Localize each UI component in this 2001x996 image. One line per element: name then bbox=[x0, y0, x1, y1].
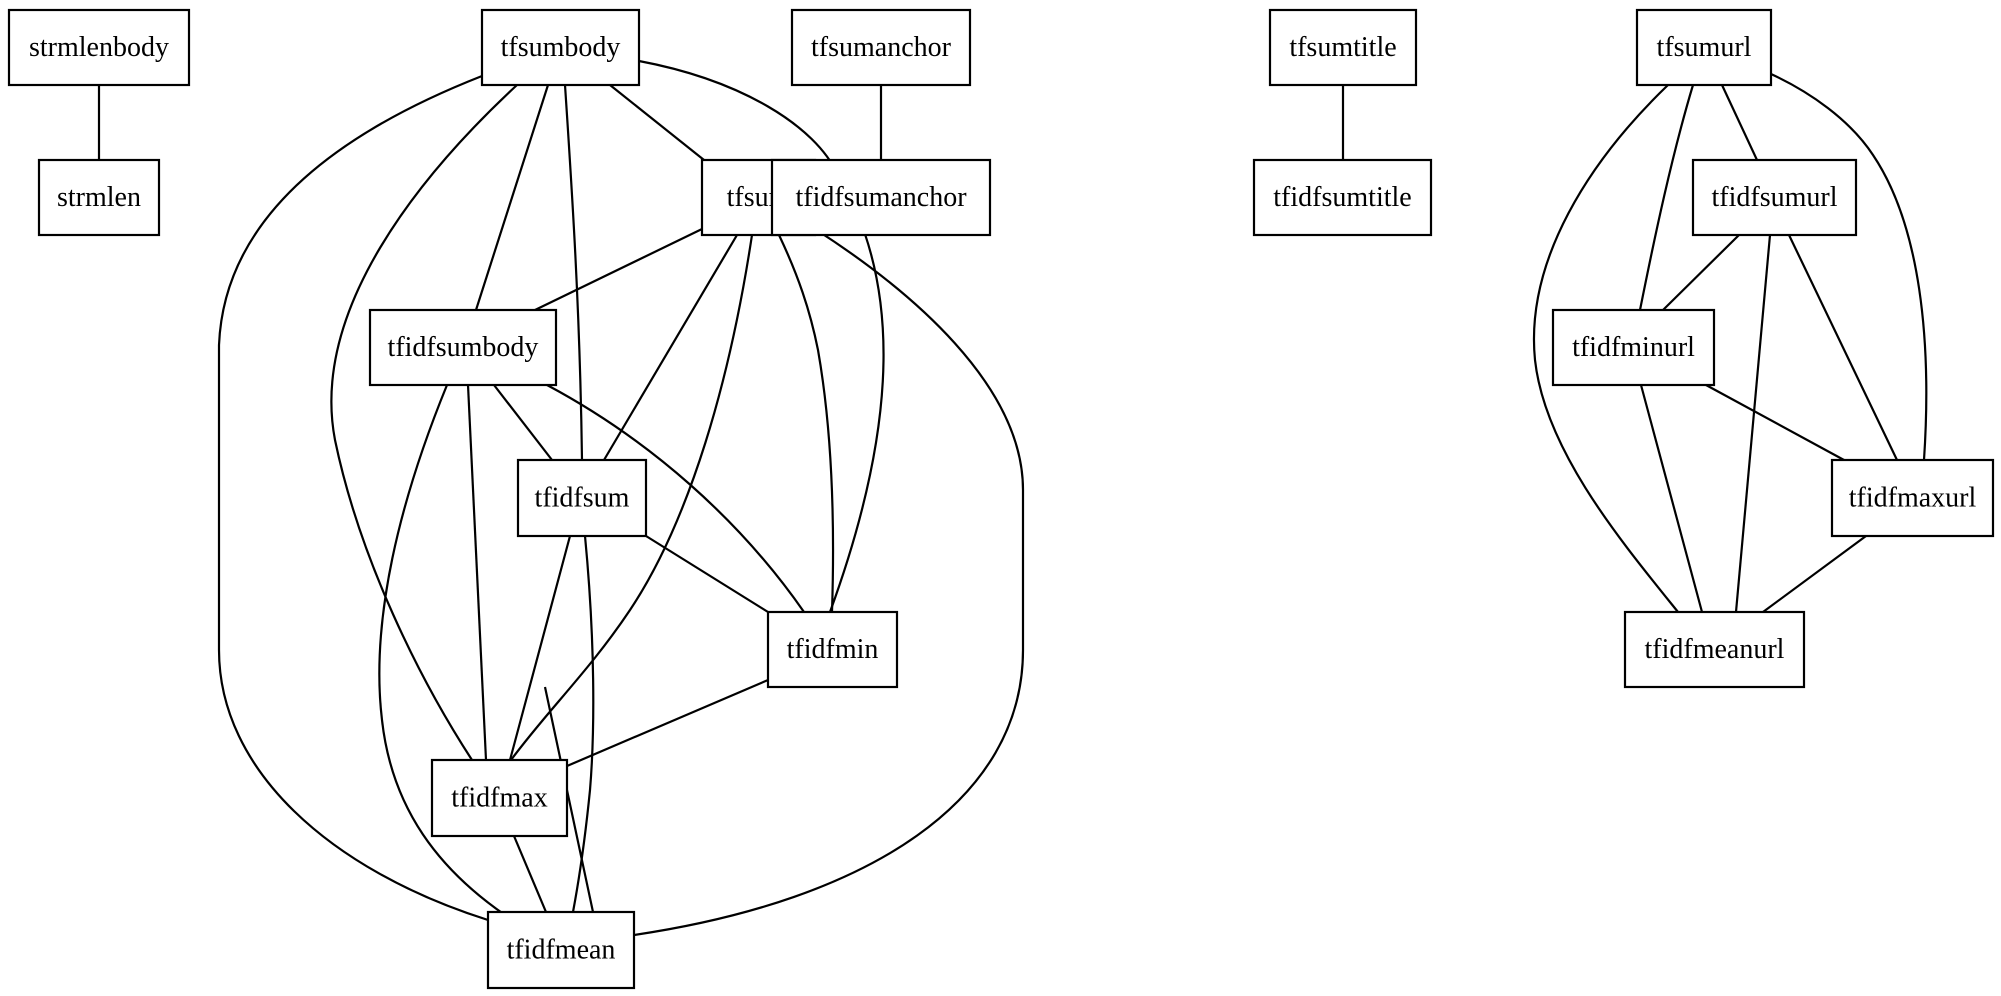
edge-tfsum-tfidfmean bbox=[633, 228, 1025, 937]
node-tfidfsum[interactable]: tfidfsum bbox=[516, 458, 648, 538]
edge-tfidfsum-tfidfmean bbox=[571, 535, 595, 913]
edge-tfidfminurl-tfidfmeanurl bbox=[1639, 384, 1704, 613]
node-tfidfmean[interactable]: tfidfmean bbox=[486, 910, 636, 990]
node-label: strmlen bbox=[57, 182, 141, 213]
node-tfidfsumtitle[interactable]: tfidfsumtitle bbox=[1252, 158, 1433, 237]
node-label: tfidfsumbody bbox=[388, 332, 539, 363]
node-box bbox=[790, 8, 972, 87]
edge-tfidfsum-tfidfmax bbox=[508, 535, 572, 761]
node-tfsumanchor[interactable]: tfsumanchor bbox=[790, 8, 972, 87]
node-box bbox=[7, 8, 191, 87]
edge-tfsum-tfidfsumbody bbox=[534, 228, 703, 311]
node-box bbox=[368, 308, 558, 387]
node-box bbox=[486, 910, 636, 990]
node-tfidfsumanchor[interactable]: tfidfsumanchor bbox=[770, 158, 992, 237]
edge-tfidfsumurl-tfidfmeanurl bbox=[1734, 234, 1772, 613]
node-box bbox=[1691, 158, 1858, 237]
node-label: tfidfmean bbox=[507, 935, 616, 966]
edge-tfsum-tfidfmax bbox=[510, 234, 754, 761]
node-tfsumtitle[interactable]: tfsumtitle bbox=[1268, 8, 1418, 87]
node-tfidfsumbody[interactable]: tfidfsumbody bbox=[368, 308, 558, 387]
edge-tfidfsumurl-tfidfmaxurl bbox=[1788, 234, 1898, 461]
node-tfidfmax[interactable]: tfidfmax bbox=[430, 758, 569, 838]
node-label: tfsumbody bbox=[501, 32, 621, 63]
edge-tfsumbody-tfsum bbox=[609, 84, 705, 161]
edge-tfidfminurl-tfidfmaxurl bbox=[1705, 384, 1845, 461]
edge-tfsum-tfidfsum bbox=[603, 234, 738, 461]
node-strmlenbody[interactable]: strmlenbody bbox=[7, 8, 191, 87]
edge-tfidfmin-tfidfmean bbox=[543, 686, 595, 913]
node-box bbox=[1252, 158, 1433, 237]
node-box bbox=[766, 610, 899, 689]
edge-tfidfmin-tfidfmax bbox=[566, 678, 769, 768]
node-box bbox=[480, 8, 641, 87]
edge-tfsum-tfidfmin bbox=[778, 234, 835, 613]
node-tfidfminurl[interactable]: tfidfminurl bbox=[1551, 308, 1716, 387]
edge-tfidfsumbody-tfidfmin bbox=[546, 384, 805, 613]
node-label: tfidfmax bbox=[451, 783, 547, 814]
node-box bbox=[37, 158, 161, 237]
node-box bbox=[1551, 308, 1716, 387]
edge-tfsumbody-tfidfmean bbox=[217, 74, 489, 922]
node-strmlen[interactable]: strmlen bbox=[37, 158, 161, 237]
node-tfsumbody[interactable]: tfsumbody bbox=[480, 8, 641, 87]
node-label: tfidfmeanurl bbox=[1645, 634, 1785, 665]
node-label: tfidfmin bbox=[787, 634, 879, 665]
edge-tfsumurl-tfidfmaxurl bbox=[1770, 73, 1928, 461]
node-label: tfidfminurl bbox=[1572, 332, 1695, 363]
edge-tfsumbody-tfidfsumbody bbox=[474, 84, 550, 311]
edges bbox=[97, 59, 1928, 937]
edge-tfidfsumbody-tfidfmean bbox=[378, 384, 506, 916]
edge-tfsumbody-tfidfmax bbox=[330, 84, 518, 761]
node-box bbox=[516, 458, 648, 538]
node-label: tfidfsum bbox=[535, 483, 630, 514]
node-box bbox=[1830, 458, 1995, 538]
edge-tfsumurl-tfidfmeanurl bbox=[1532, 84, 1679, 613]
node-box bbox=[770, 158, 992, 237]
node-label: tfidfsumtitle bbox=[1273, 182, 1411, 213]
node-tfidfmin[interactable]: tfidfmin bbox=[766, 610, 899, 689]
node-label: tfidfsumanchor bbox=[795, 182, 967, 213]
edge-tfidfsumbody-tfidfmax bbox=[466, 384, 488, 761]
node-label: tfsumtitle bbox=[1289, 32, 1396, 63]
node-box bbox=[1268, 8, 1418, 87]
edge-tfidfsumbody-tfidfsum bbox=[493, 384, 553, 461]
edge-tfidfsumurl-tfidfminurl bbox=[1662, 234, 1740, 311]
edge-tfsumbody-tfidfmin bbox=[638, 59, 885, 613]
node-tfidfmeanurl[interactable]: tfidfmeanurl bbox=[1623, 610, 1806, 689]
node-label: strmlenbody bbox=[29, 32, 169, 63]
node-tfidfmaxurl[interactable]: tfidfmaxurl bbox=[1830, 458, 1995, 538]
node-label: tfsumurl bbox=[1657, 32, 1752, 63]
nodes: strmlenbody strmlen tfsumbody tfsum tfid… bbox=[7, 8, 1995, 990]
edge-tfidfmax-tfidfmean bbox=[512, 835, 548, 913]
edge-tfidfmaxurl-tfidfmeanurl bbox=[1762, 535, 1867, 613]
node-box bbox=[1623, 610, 1806, 689]
node-label: tfidfsumurl bbox=[1712, 182, 1838, 213]
node-box bbox=[1635, 8, 1773, 87]
node-label: tfsumanchor bbox=[811, 32, 952, 63]
node-tfsumurl[interactable]: tfsumurl bbox=[1635, 8, 1773, 87]
node-label: tfidfmaxurl bbox=[1849, 483, 1977, 514]
node-tfidfsumurl[interactable]: tfidfsumurl bbox=[1691, 158, 1858, 237]
node-box bbox=[430, 758, 569, 838]
edge-tfsumurl-tfidfminurl bbox=[1638, 84, 1695, 311]
edge-tfsumurl-tfidfsumurl bbox=[1721, 84, 1758, 161]
edge-tfsumbody-tfidfsum bbox=[563, 84, 584, 461]
edge-tfidfsum-tfidfmin bbox=[645, 535, 769, 613]
